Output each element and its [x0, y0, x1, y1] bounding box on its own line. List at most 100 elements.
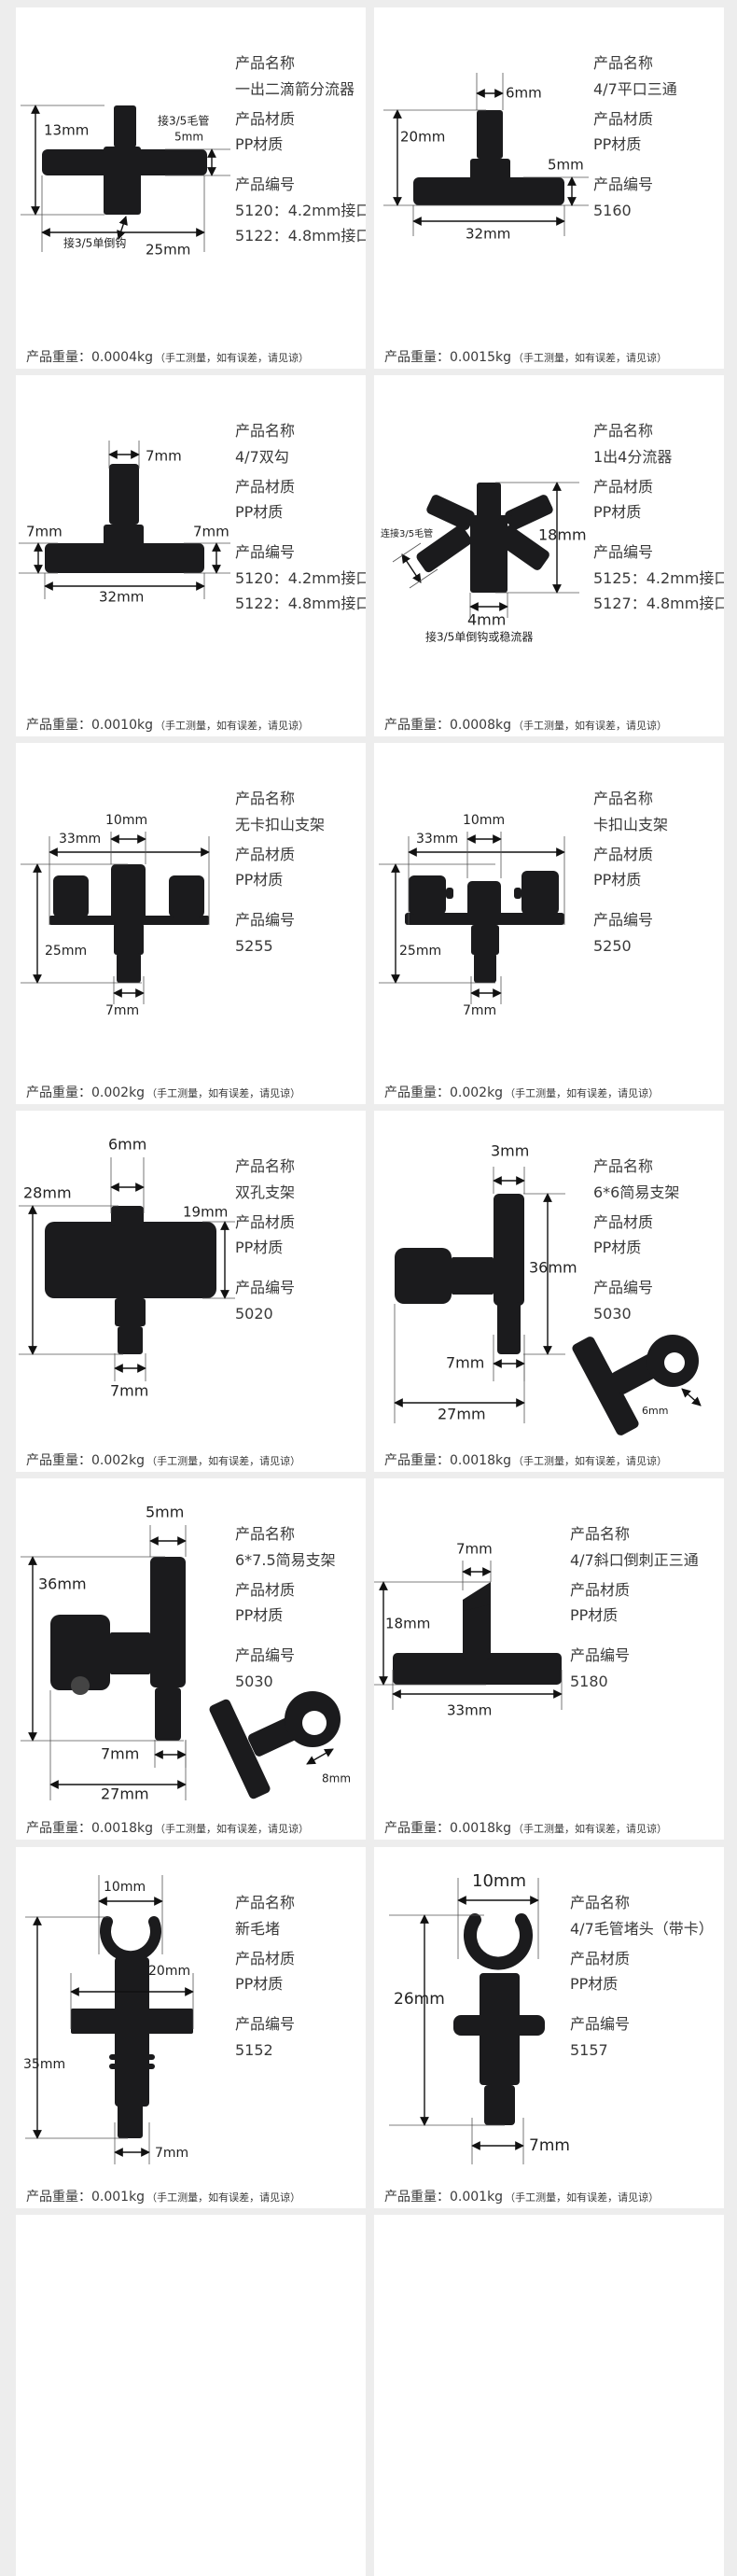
weight-value: 0.0004kg [91, 350, 153, 365]
product-name: 双孔支架 [235, 1183, 296, 1201]
product-part-shape [572, 1337, 639, 1435]
product-material: PP材质 [593, 503, 642, 521]
product-name: 无卡扣山支架 [235, 816, 326, 833]
dimension-label: 6mm [642, 1405, 668, 1417]
product-part-shape [45, 1222, 216, 1298]
weight-note: （手工测量，如有误差，请见谅） [154, 1823, 309, 1835]
extension-line [409, 568, 438, 589]
product-name: 6*7.5简易支架 [235, 1551, 336, 1569]
product-part-shape [118, 1326, 143, 1354]
name-label: 产品名称 [235, 1157, 296, 1175]
product-part-shape [104, 525, 144, 573]
product-part-shape [664, 1352, 685, 1373]
product-part-shape [497, 525, 549, 570]
product-part-shape [71, 2009, 193, 2034]
product-material: PP材质 [235, 871, 284, 889]
product-part-shape [109, 2064, 155, 2069]
product-material: PP材质 [235, 1239, 284, 1256]
weight-label: 产品重量： [384, 2190, 450, 2205]
product-part-shape [453, 2015, 545, 2036]
dimension-label: 33mm [447, 1702, 492, 1719]
product-name: 4/7平口三通 [593, 80, 677, 98]
product-part-shape [514, 888, 521, 899]
weight-label: 产品重量： [26, 1085, 91, 1100]
product-material: PP材质 [235, 503, 284, 521]
weight-value: 0.0008kg [450, 718, 511, 733]
name-label: 产品名称 [593, 790, 654, 807]
product-part-shape [521, 871, 559, 915]
product-part-shape [50, 1615, 110, 1690]
weight-note: （手工测量，如有误差，请见谅） [505, 1087, 660, 1099]
weight-note: （手工测量，如有误差，请见谅） [512, 352, 667, 364]
product-weight: 产品重量：0.0008kg（手工测量，如有误差，请见谅） [384, 715, 667, 734]
product-part-shape [155, 1687, 181, 1741]
product-material: PP材质 [235, 1606, 284, 1624]
product-weight: 产品重量：0.0010kg（手工测量，如有误差，请见谅） [26, 715, 309, 734]
product-code: 5122：4.8mm接口 [235, 227, 366, 245]
product-part-shape [115, 1298, 146, 1326]
extension-line [392, 542, 422, 563]
product-material: PP材质 [235, 1975, 284, 1993]
dimension-label: 25mm [45, 944, 87, 959]
product-name: 4/7斜口倒刺正三通 [570, 1551, 699, 1569]
dimension-label: 13mm [44, 122, 89, 139]
weight-label: 产品重量： [384, 1821, 450, 1836]
product-name: 4/7双勾 [235, 448, 289, 466]
dimension-label: 7mm [529, 2136, 570, 2155]
product-name: 新毛堵 [235, 1920, 281, 1938]
weight-note: （手工测量，如有误差，请见谅） [146, 2191, 301, 2204]
weight-label: 产品重量： [384, 718, 450, 733]
dimension-label: 5mm [174, 131, 203, 144]
product-part-shape [426, 495, 475, 530]
product-material: PP材质 [570, 1606, 619, 1624]
product-part-shape [150, 1557, 186, 1687]
weight-note: （手工测量，如有误差，请见谅） [146, 1087, 301, 1099]
weight-label: 产品重量： [26, 1821, 91, 1836]
name-label: 产品名称 [593, 1157, 654, 1175]
weight-note: （手工测量，如有误差，请见谅） [512, 1455, 667, 1467]
product-material: PP材质 [593, 1239, 642, 1256]
product-part-shape [114, 923, 144, 955]
code-label: 产品编号 [235, 1279, 296, 1296]
material-label: 产品材质 [235, 1581, 296, 1599]
product-part-shape [477, 110, 503, 159]
product-part-shape [118, 2099, 143, 2138]
material-label: 产品材质 [593, 1213, 654, 1231]
dimension-label: 20mm [148, 1964, 190, 1979]
dimension-label: 33mm [59, 832, 101, 847]
dimension-label: 7mm [110, 1382, 148, 1400]
dimension-label: 32mm [99, 589, 144, 606]
product-part-shape [53, 875, 89, 917]
product-part-shape [393, 1653, 562, 1685]
weight-value: 0.0018kg [450, 1821, 511, 1836]
product-part-shape [114, 105, 136, 147]
dimension-label: 接3/5毛管 [158, 114, 209, 128]
product-part-shape [505, 495, 553, 530]
dimension-label: 10mm [104, 1880, 146, 1895]
product-weight: 产品重量：0.0015kg（手工测量，如有误差，请见谅） [384, 347, 667, 366]
weight-value: 0.0010kg [91, 718, 153, 733]
dimension-label: 7mm [463, 1003, 496, 1018]
material-label: 产品材质 [235, 846, 296, 863]
weight-value: 0.0015kg [450, 350, 511, 365]
weight-value: 0.001kg [450, 2190, 504, 2205]
product-code: 5125：4.2mm接口 [593, 569, 724, 587]
material-label: 产品材质 [570, 1581, 631, 1599]
weight-label: 产品重量： [384, 350, 450, 365]
